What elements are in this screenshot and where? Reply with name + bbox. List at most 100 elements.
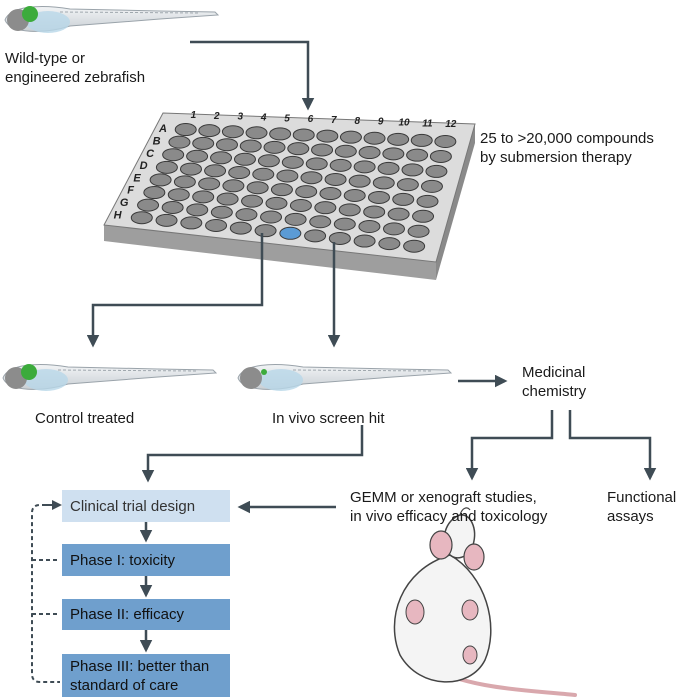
plate-column-label: 8 <box>354 116 360 127</box>
plate-well <box>205 218 228 232</box>
arrow-to-trial-design <box>141 425 364 483</box>
plate-row-label: G <box>120 197 129 209</box>
plate-well <box>239 139 262 153</box>
clinical-trial-design-label: Clinical trial design <box>70 497 196 515</box>
plate-well <box>300 171 323 185</box>
plate-well <box>174 123 197 137</box>
phase2-label: Phase II: efficacy <box>70 606 184 623</box>
plate-well <box>334 144 357 158</box>
plate-well <box>233 152 256 166</box>
plate-well <box>210 205 233 219</box>
medchem-line1: Medicinal <box>522 364 586 381</box>
arrow-to-gemm <box>465 410 554 481</box>
plate-well <box>353 234 376 248</box>
plate-well <box>358 220 381 234</box>
plate-well <box>410 133 433 147</box>
plate-well <box>333 217 356 231</box>
plate-column-label: 3 <box>237 112 243 123</box>
plate-well <box>311 143 334 157</box>
plate-well <box>287 142 310 156</box>
plate-column-label: 11 <box>422 118 433 129</box>
plate-well <box>281 155 304 169</box>
plate-row-label: D <box>140 160 148 172</box>
plate-column-label: 2 <box>213 111 220 122</box>
plate-well <box>387 132 410 146</box>
plate-well <box>363 205 386 219</box>
plate-column-label: 10 <box>398 117 410 128</box>
plate-well <box>179 162 202 176</box>
gemm-line1: GEMM or xenograft studies, <box>350 489 537 506</box>
plate-well <box>319 187 342 201</box>
plate-well <box>241 194 264 208</box>
plate-well <box>198 177 221 191</box>
plate-well <box>387 207 410 221</box>
plate-row-label: C <box>146 148 155 160</box>
plate-well <box>420 179 443 193</box>
plate-well <box>392 192 415 206</box>
plate-well <box>328 231 351 245</box>
plate-well <box>289 198 312 212</box>
plate-well <box>265 196 288 210</box>
plate-well <box>363 131 386 145</box>
plate-wells <box>130 123 457 253</box>
plate-well <box>229 221 252 235</box>
plate-well <box>324 172 347 186</box>
plate-well <box>309 215 332 229</box>
plate-well <box>343 189 366 203</box>
plate-well <box>246 181 269 195</box>
plate-column-label: 5 <box>284 113 290 124</box>
plate-well <box>276 169 299 183</box>
compounds-line1: 25 to >20,000 compounds <box>480 130 654 147</box>
plate-well <box>222 179 245 193</box>
plate-well <box>406 148 429 162</box>
plate-well <box>270 183 293 197</box>
plate-well <box>149 173 172 187</box>
plate-well <box>269 127 292 141</box>
plate-column-label: 4 <box>260 113 267 124</box>
plate-column-label: 12 <box>445 119 457 130</box>
plate-well <box>173 175 196 189</box>
plate-well <box>358 146 381 160</box>
plate-well <box>143 186 166 200</box>
phase3-line2: standard of care <box>70 676 179 694</box>
gemm-label: GEMM or xenograft studies, in vivo effic… <box>350 488 547 526</box>
plate-well <box>284 212 307 226</box>
plate-well <box>162 148 185 162</box>
plate-well <box>382 147 405 161</box>
plate-well <box>204 164 227 178</box>
plate-well <box>372 176 395 190</box>
plate-well <box>348 174 371 188</box>
plate-well <box>252 167 275 181</box>
plate-well <box>180 216 203 230</box>
plate-row-label: E <box>133 172 141 184</box>
plate-well <box>155 213 178 227</box>
functional-line2: assays <box>607 508 654 525</box>
plate-well <box>186 203 209 217</box>
phase3-line1: Phase III: better than <box>70 657 210 675</box>
plate-well <box>235 208 258 222</box>
plate-well <box>210 151 233 165</box>
clinical-trial-design-box: Clinical trial design <box>62 490 230 522</box>
phase1-label: Phase I: toxicity <box>70 551 176 569</box>
plate-well <box>137 198 160 212</box>
gemm-line2: in vivo efficacy and toxicology <box>350 508 548 525</box>
compounds-line2: by submersion therapy <box>480 149 632 166</box>
plate-row-label: H <box>114 209 123 221</box>
plate-well <box>305 157 328 171</box>
plate-well <box>353 160 376 174</box>
plate-well <box>130 211 153 225</box>
phase2-box: Phase II: efficacy <box>62 599 230 630</box>
plate-well <box>168 135 191 149</box>
plate-well <box>425 164 448 178</box>
plate-well <box>429 149 452 163</box>
compounds-label: 25 to >20,000 compounds by submersion th… <box>480 129 654 167</box>
plate-well <box>407 224 430 238</box>
hit-label: In vivo screen hit <box>272 410 385 427</box>
hit-fish-icon <box>237 364 453 391</box>
plate-well <box>254 224 277 238</box>
plate-well <box>382 222 405 236</box>
arrow-to-functional <box>568 410 657 481</box>
plate-well <box>378 237 401 251</box>
